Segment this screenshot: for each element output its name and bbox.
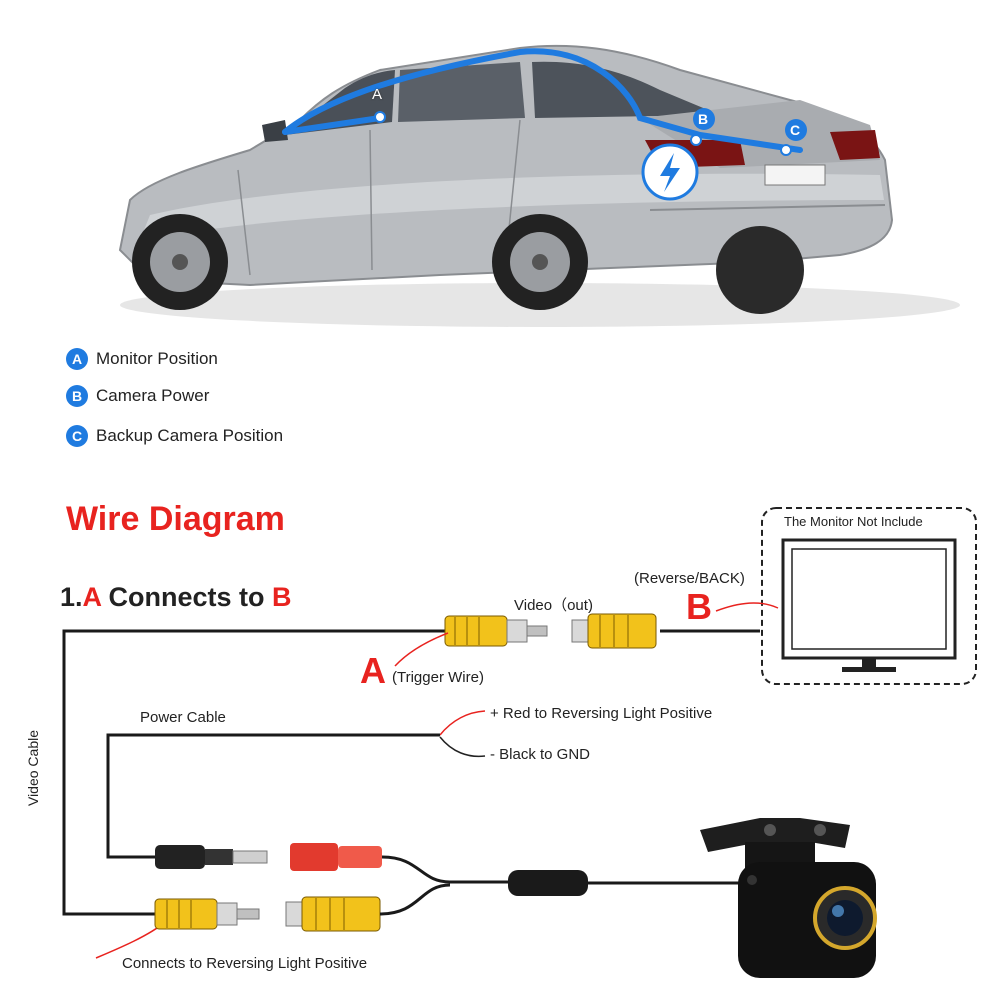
video-cable bbox=[62, 629, 450, 916]
rca-jack-top bbox=[571, 613, 657, 649]
legend-item-a: A Monitor Position bbox=[66, 348, 218, 370]
red-wire-label: + Red to Reversing Light Positive bbox=[490, 705, 713, 722]
cable-junction bbox=[508, 870, 588, 896]
monitor-box bbox=[761, 507, 977, 685]
point-a-label: A bbox=[372, 86, 383, 103]
monitor-screen bbox=[781, 538, 957, 660]
dc-jack-red bbox=[290, 843, 382, 871]
legend-badge: B bbox=[66, 385, 88, 407]
dc-plug-black bbox=[155, 845, 268, 869]
monitor-note: The Monitor Not Include bbox=[784, 514, 923, 529]
legend-label: Monitor Position bbox=[96, 349, 218, 368]
car-mid-window bbox=[398, 62, 525, 122]
letter-a: A bbox=[360, 650, 386, 691]
side-mirror bbox=[262, 120, 288, 142]
rca-jack-bottom bbox=[285, 896, 381, 932]
backup-camera bbox=[700, 818, 877, 978]
power-bolt-icon bbox=[641, 143, 699, 201]
car-body bbox=[118, 44, 894, 287]
car-illustration bbox=[118, 44, 960, 327]
video-cable-label: Video Cable bbox=[25, 729, 42, 807]
tail-light-right bbox=[830, 130, 880, 160]
step-middle: Connects to bbox=[101, 582, 273, 612]
license-plate bbox=[764, 164, 826, 186]
letter-b: B bbox=[686, 586, 712, 627]
rca-plug-bottom bbox=[154, 898, 260, 930]
legend-item-c: C Backup Camera Position bbox=[66, 425, 283, 447]
step-a: A bbox=[82, 582, 102, 612]
reversing-positive-label: Connects to Reversing Light Positive bbox=[122, 955, 368, 972]
point-b-badge bbox=[693, 108, 715, 130]
step-prefix: 1. bbox=[60, 582, 83, 612]
video-out-label: Video（out) bbox=[514, 597, 593, 614]
legend-item-b: B Camera Power bbox=[66, 385, 209, 407]
wiring-route bbox=[282, 48, 803, 153]
point-c-badge bbox=[785, 119, 807, 141]
point-c-label: C bbox=[790, 122, 801, 138]
point-b-label: B bbox=[698, 111, 709, 127]
black-wire-label: - Black to GND bbox=[490, 746, 591, 763]
legend-label: Camera Power bbox=[96, 386, 210, 405]
step-b: B bbox=[272, 582, 292, 612]
trigger-wire-label: (Trigger Wire) bbox=[392, 669, 484, 686]
power-cable-label: Power Cable bbox=[140, 709, 226, 726]
rca-plug-top bbox=[444, 615, 548, 647]
reverse-back-label: (Reverse/BACK) bbox=[634, 570, 745, 587]
legend-badge: C bbox=[66, 425, 88, 447]
step-heading: 1.A Connects to B bbox=[60, 582, 292, 613]
power-cable bbox=[106, 733, 440, 859]
monitor-stand bbox=[862, 658, 876, 668]
legend-label: Backup Camera Position bbox=[96, 426, 284, 445]
legend-badge: A bbox=[66, 348, 88, 370]
diagram-title: Wire Diagram bbox=[66, 500, 285, 538]
